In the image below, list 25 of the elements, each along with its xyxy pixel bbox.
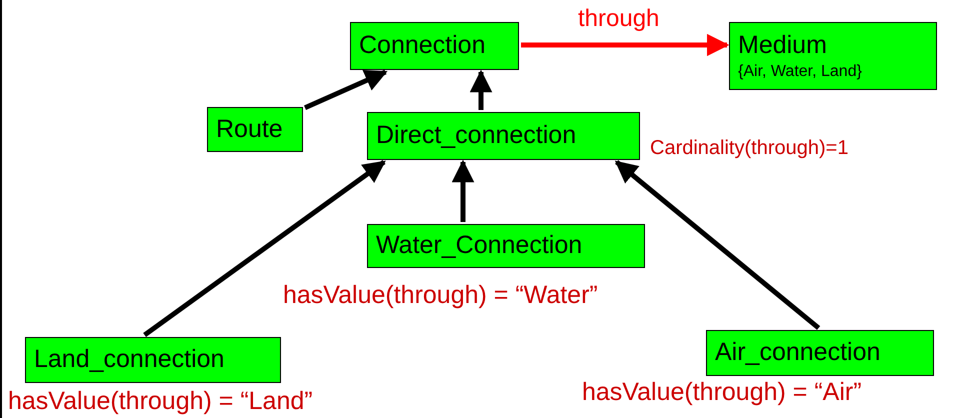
- arrow: [614, 160, 820, 330]
- value-set: {Air, Water, Land}: [738, 62, 863, 82]
- class-name: Water_Connection: [376, 230, 584, 262]
- class-name: Route: [216, 114, 284, 145]
- arrow: [521, 34, 730, 56]
- class-name: Air_connection: [715, 337, 882, 368]
- class-name: Medium: [738, 30, 828, 62]
- arrow: [470, 70, 492, 110]
- class-box: [729, 22, 937, 90]
- arrow: [143, 160, 386, 338]
- class-box: [706, 330, 934, 376]
- class-box: [367, 224, 645, 268]
- class-name: Land_connection: [34, 344, 226, 376]
- restriction-note: hasValue(through) = “Water”: [283, 280, 598, 311]
- restriction-note: hasValue(through) = “Air”: [582, 377, 862, 408]
- arrow: [304, 70, 388, 110]
- class-name: Direct_connection: [376, 120, 578, 152]
- class-box: [207, 107, 303, 152]
- class-name: Connection: [359, 30, 486, 62]
- restriction-note: hasValue(through) = “Land”: [8, 386, 313, 417]
- arrow: [452, 160, 474, 222]
- class-box: [350, 22, 519, 70]
- class-box: [25, 337, 281, 383]
- class-box: [367, 112, 640, 160]
- restriction-note: Cardinality(through)=1: [650, 136, 848, 161]
